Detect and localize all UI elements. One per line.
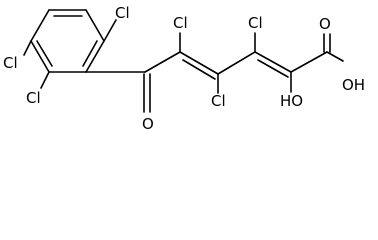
atom-label-cl-ring-top: Cl: [115, 4, 130, 22]
atom-label-o-ketone: O: [142, 115, 154, 133]
atom-label-cl-chain-1: Cl: [173, 14, 188, 32]
bond-acid-oh: [326, 51, 344, 62]
atom-labels: Cl Cl Cl O Cl Cl Cl HO O OH: [3, 4, 365, 133]
ring-bond: [85, 9, 105, 42]
ring-bond: [30, 9, 50, 42]
atom-label-cl-chain-3: Cl: [248, 14, 263, 32]
atom-label-o-carbonyl: O: [319, 15, 331, 33]
bond-chain-double: [254, 51, 292, 73]
atom-label-hydroxyl: HO: [280, 92, 303, 110]
bond-ring-cl-bottom: [40, 71, 50, 89]
bond-ring-cl-top: [103, 19, 117, 42]
ring-double-bond: [36, 40, 53, 67]
ring-bond: [30, 40, 50, 73]
chemical-structure: Cl Cl Cl O Cl Cl Cl HO O OH: [3, 4, 365, 133]
atom-label-cl-chain-2: Cl: [211, 92, 226, 110]
bond-chain: [144, 51, 181, 73]
atom-label-cl-ring-bottom: Cl: [26, 89, 41, 107]
bond-chain: [217, 51, 256, 75]
bond-chain: [290, 51, 328, 73]
atom-label-acid-oh: OH: [342, 76, 365, 94]
bond-chain-double-inner: [257, 59, 289, 78]
bond-ring-cl-left: [23, 40, 32, 56]
bond-chain-double-inner: [182, 59, 216, 80]
bond-lines: [23, 9, 344, 113]
ring-double-bond: [82, 40, 98, 67]
ring-bond: [85, 40, 105, 73]
atom-label-cl-ring-left: Cl: [3, 54, 18, 72]
bond-chain-double: [179, 51, 219, 75]
